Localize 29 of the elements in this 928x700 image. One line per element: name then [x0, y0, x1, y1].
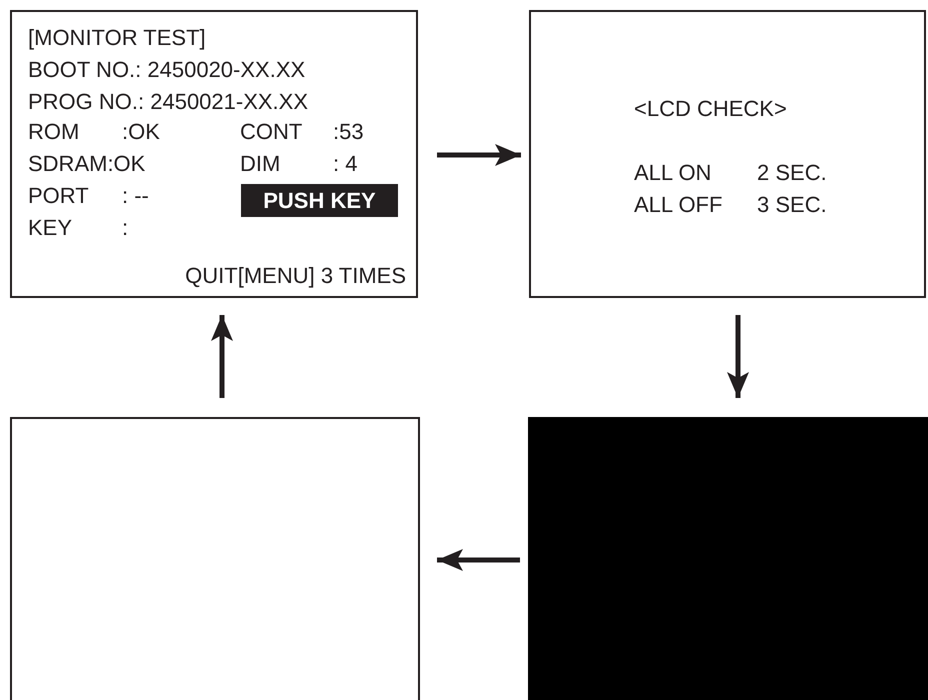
screen-text: 2 SEC.	[757, 162, 827, 184]
arrow	[437, 144, 521, 166]
screen-text: ALL OFF	[634, 194, 722, 216]
screen-text: PORT	[28, 185, 89, 207]
arrow	[211, 315, 233, 398]
screen-text: : --	[122, 185, 149, 207]
screen-text: :OK	[122, 121, 160, 143]
screen-text: :	[122, 217, 128, 239]
screen-text: BOOT NO.: 2450020-XX.XX	[28, 59, 306, 81]
screen-text: ALL ON	[634, 162, 712, 184]
highlight-label: PUSH KEY	[241, 184, 398, 217]
screen-panel	[10, 10, 418, 298]
dark-screen	[528, 417, 928, 700]
screen-text: : 4	[333, 153, 358, 175]
arrow	[727, 315, 749, 398]
screen-text: DIM	[240, 153, 280, 175]
screen-text: SDRAM:OK	[28, 153, 146, 175]
screen-text: KEY	[28, 217, 72, 239]
screen-text: ROM	[28, 121, 80, 143]
screen-text: 3 SEC.	[757, 194, 827, 216]
screen-text: [MONITOR TEST]	[28, 27, 206, 49]
screen-panel	[529, 10, 926, 298]
screen-text: QUIT[MENU] 3 TIMES	[185, 265, 406, 287]
screen-text: <LCD CHECK>	[634, 98, 787, 120]
screen-text: CONT	[240, 121, 302, 143]
screen-text: :53	[333, 121, 364, 143]
arrow	[437, 549, 520, 571]
blank-screen	[10, 417, 420, 700]
screen-text: PROG NO.: 2450021-XX.XX	[28, 91, 308, 113]
